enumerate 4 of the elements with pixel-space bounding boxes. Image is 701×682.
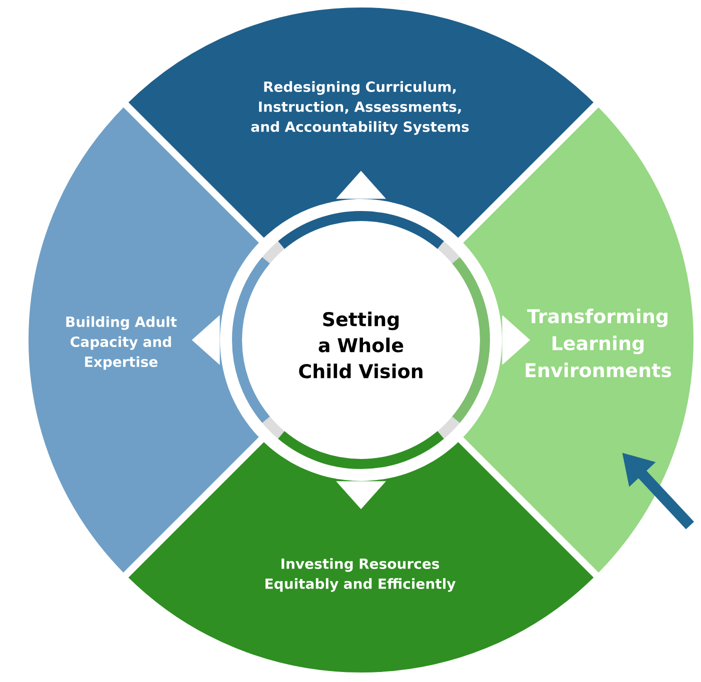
chevron <box>192 315 220 365</box>
chevron <box>336 481 386 510</box>
chevron <box>502 315 530 365</box>
chevron <box>336 170 386 199</box>
